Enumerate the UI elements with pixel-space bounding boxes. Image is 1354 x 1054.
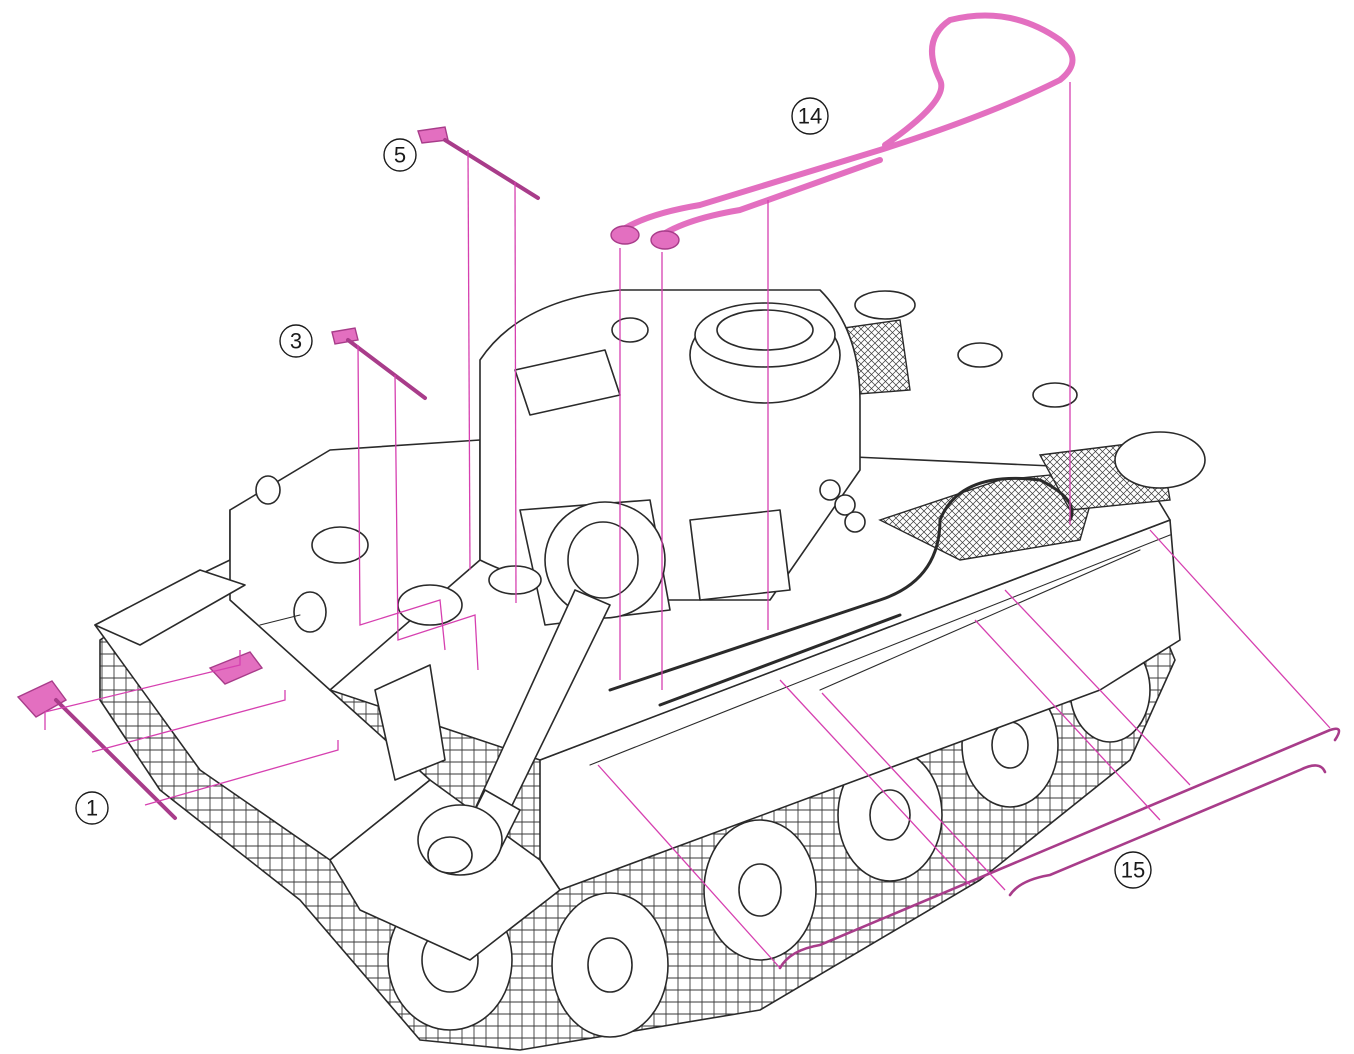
callout-1-circle	[75, 791, 109, 825]
driver-hatch	[311, 526, 369, 564]
leader-line	[394, 374, 479, 671]
smoke-discharger	[834, 494, 856, 516]
callout-14: 14	[791, 97, 829, 135]
muzzle-opening	[427, 836, 473, 874]
part-1-shovel	[16, 680, 68, 718]
part-14-tow-cable	[612, 12, 1076, 238]
installed-main-cable	[658, 613, 902, 707]
road-wheel-hub	[587, 937, 633, 993]
callout-1-label: 1	[86, 796, 98, 821]
highlighted-parts	[16, 12, 1341, 970]
leader-line	[467, 149, 471, 571]
hull-ventilator	[488, 565, 542, 595]
turret-vent	[611, 317, 649, 343]
leader-line	[821, 692, 1006, 891]
part-15-cable-short	[1008, 764, 1327, 897]
front-fender	[94, 569, 246, 646]
driver-visor-block	[374, 664, 446, 781]
leader-lines	[44, 82, 1331, 969]
callout-15: 15	[1114, 851, 1152, 889]
leader-line	[44, 650, 241, 713]
exhaust-pipe	[1114, 431, 1206, 489]
bow-mg-ball	[293, 591, 327, 633]
callout-14-circle	[791, 97, 829, 135]
installed-tow-cable	[819, 549, 1141, 691]
road-wheel-hub	[869, 789, 911, 841]
part-14-shackle	[610, 225, 640, 245]
installed-tow-cable	[589, 534, 1171, 766]
leader-line	[144, 740, 339, 806]
road-wheel-hub	[738, 863, 782, 917]
part-5-tool-handle	[443, 138, 540, 200]
leader-line	[974, 619, 1161, 821]
part-14-shackle	[650, 230, 680, 250]
callout-3-circle	[279, 324, 313, 358]
air-filter	[957, 342, 1003, 368]
part-3-hammer-handle	[346, 338, 427, 400]
leader-line	[1004, 589, 1191, 786]
callout-3-label: 3	[290, 329, 302, 354]
callout-5: 5	[383, 138, 417, 172]
callout-15-label: 15	[1121, 858, 1145, 883]
leader-line	[779, 679, 971, 886]
callout-14-label: 14	[798, 104, 822, 129]
leader-line	[1149, 529, 1331, 729]
callout-5-label: 5	[394, 143, 406, 168]
callout-1: 1	[75, 791, 109, 825]
part-3-hammer-head	[331, 327, 359, 345]
leader-line	[514, 181, 517, 604]
radio-operator-hatch	[397, 584, 463, 626]
part-1-shovel-handle	[54, 698, 177, 820]
tank-hull-group	[94, 289, 1206, 1051]
part-1-installed-shovel	[208, 651, 264, 685]
air-filter	[854, 290, 916, 320]
part-15-cable-long	[778, 727, 1341, 970]
callout-3: 3	[279, 324, 313, 358]
smoke-discharger	[844, 511, 866, 533]
smoke-discharger	[819, 479, 841, 501]
air-filter	[1032, 382, 1078, 408]
leader-line	[91, 690, 286, 753]
leader-line	[597, 764, 781, 969]
callout-5-circle	[383, 138, 417, 172]
cupola-hatch	[716, 309, 814, 351]
callout-15-circle	[1114, 851, 1152, 889]
bow-mg-barrel	[259, 614, 301, 626]
turret-side-box	[689, 509, 791, 601]
road-wheel-hub	[991, 721, 1029, 769]
mantlet-ring-inner	[567, 521, 639, 599]
headlight	[255, 475, 281, 505]
installed-main-cable	[608, 476, 1074, 692]
